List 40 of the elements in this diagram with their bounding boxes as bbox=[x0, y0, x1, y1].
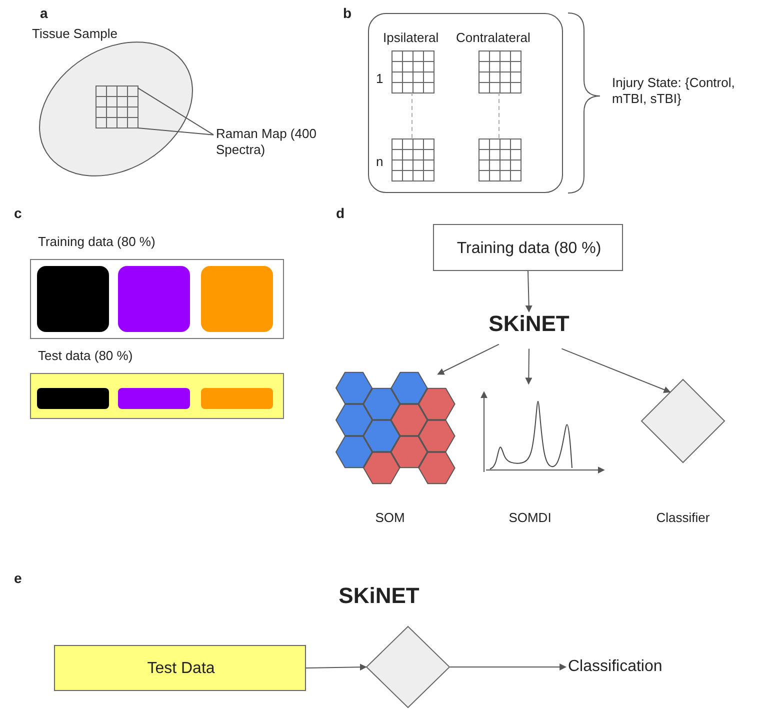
color-swatch bbox=[37, 388, 109, 409]
leader-line bbox=[138, 128, 214, 136]
annotation-text: Injury State: {Control, mTBI, sTBI} bbox=[612, 75, 736, 107]
panel-heading: Test data (80 %) bbox=[38, 348, 133, 364]
model-title: SKiNET bbox=[338, 583, 420, 609]
arrow bbox=[306, 664, 367, 671]
arrow bbox=[437, 344, 500, 375]
row-number: n bbox=[376, 154, 384, 170]
panel-letter: c bbox=[14, 205, 22, 222]
section-heading: Tissue Sample bbox=[32, 26, 118, 42]
dashed-connector bbox=[498, 92, 500, 138]
sample-group-box bbox=[368, 13, 563, 193]
arrow bbox=[525, 270, 532, 312]
panel-letter: d bbox=[336, 205, 345, 222]
column-heading: Contralateral bbox=[456, 30, 530, 46]
process-box bbox=[54, 645, 306, 691]
box-label: Training data (80 %) bbox=[456, 238, 602, 258]
caption-text: SOMDI bbox=[508, 510, 552, 526]
color-swatch bbox=[201, 388, 273, 409]
panel-letter: b bbox=[343, 5, 352, 22]
panel-letter: a bbox=[40, 5, 48, 22]
column-heading: Ipsilateral bbox=[383, 30, 439, 46]
row-number: 1 bbox=[376, 71, 384, 87]
caption-text: SOM bbox=[375, 510, 405, 526]
arrow bbox=[450, 664, 567, 670]
process-box bbox=[433, 224, 623, 271]
caption-text: Classifier bbox=[656, 510, 710, 526]
map-label: Raman Map (400 Spectra) bbox=[216, 126, 318, 158]
arrow bbox=[561, 348, 671, 393]
color-swatch bbox=[118, 388, 190, 409]
color-swatch bbox=[37, 266, 109, 332]
panel-letter: e bbox=[14, 570, 22, 587]
color-swatch bbox=[201, 266, 273, 332]
model-title: SKiNET bbox=[488, 311, 570, 337]
output-label: Classification bbox=[568, 657, 662, 676]
box-label: Test Data bbox=[147, 659, 215, 678]
color-swatch bbox=[118, 266, 190, 332]
leader-line bbox=[138, 88, 214, 136]
arrow bbox=[525, 348, 532, 385]
panel-heading: Training data (80 %) bbox=[38, 234, 156, 250]
